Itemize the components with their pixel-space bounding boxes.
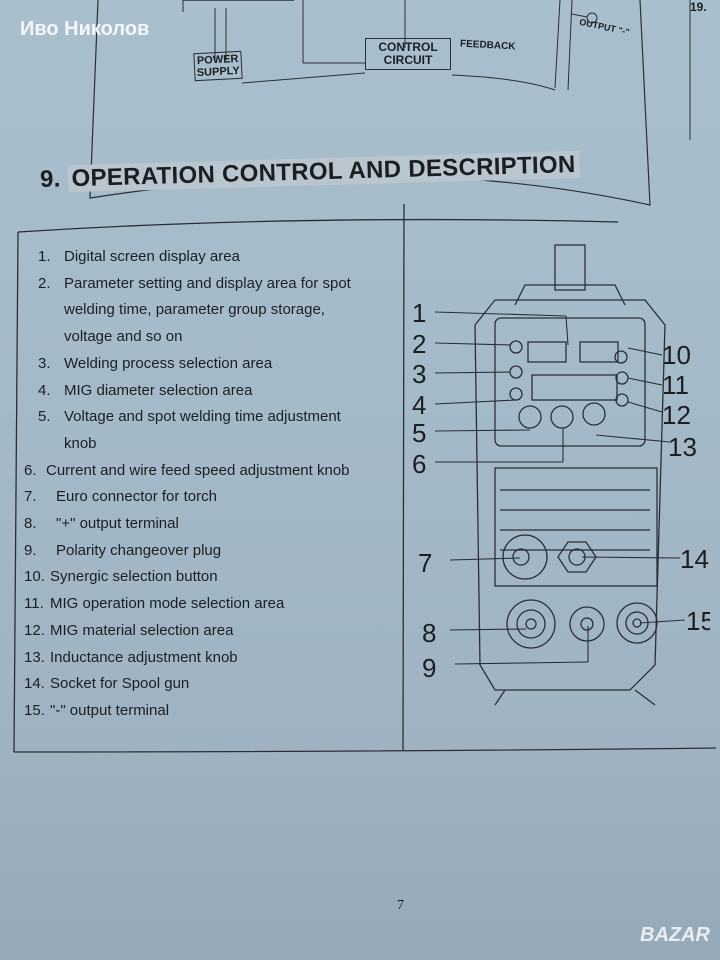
control-circuit-label: CIRCUIT xyxy=(383,53,433,67)
callout-3: 3 xyxy=(412,359,426,389)
list-item: 7. Euro connector for torch xyxy=(24,484,404,511)
item-number: 13. xyxy=(24,648,45,666)
list-item: 1. Digital screen display area xyxy=(24,244,404,271)
item-text-continuation: voltage and so on xyxy=(64,328,183,346)
list-item: 14. Socket for Spool gun xyxy=(24,671,404,698)
description-list: 1. Digital screen display area 2. Parameter… xyxy=(24,244,404,725)
item-text: Voltage and spot welding time adjustment xyxy=(64,408,341,426)
section-number: 9. xyxy=(39,165,61,193)
item-text: Socket for Spool gun xyxy=(50,675,190,693)
control-circuit-label: CONTROL xyxy=(378,40,438,54)
callout-5: 5 xyxy=(412,418,426,448)
item-text: "-" output terminal xyxy=(50,701,170,719)
item-number: 11. xyxy=(24,595,44,613)
callout-14: 14 xyxy=(680,544,709,574)
item-number: 5. xyxy=(38,408,51,426)
list-item: 4. MIG diameter selection area xyxy=(24,378,404,405)
item-number: 6. xyxy=(24,461,37,479)
bazar-logo: BAZAR xyxy=(640,924,710,946)
item-number: 2. xyxy=(38,274,51,292)
item-number: 8. xyxy=(24,515,37,533)
item-text: Welding process selection area xyxy=(64,354,273,372)
callout-12: 12 xyxy=(662,400,691,430)
list-item: 6. Current and wire feed speed adjustment… xyxy=(24,458,404,485)
list-item: 15. "-" output terminal xyxy=(24,698,404,725)
callout-15: 15 xyxy=(686,606,710,636)
item-text: Current and wire feed speed adjustment k… xyxy=(46,461,350,479)
item-text: Polarity changeover plug xyxy=(56,541,222,559)
item-number: 15. xyxy=(24,701,45,719)
description-table-frame xyxy=(13,203,717,753)
item-text: MIG diameter selection area xyxy=(64,381,253,399)
item-text: Euro connector for torch xyxy=(56,488,217,506)
item-text: Inductance adjustment knob xyxy=(50,648,238,666)
item-text: MIG material selection area xyxy=(50,621,234,639)
list-item: 10. Synergic selection button xyxy=(24,564,404,591)
callout-8: 8 xyxy=(422,618,436,648)
item-text: Parameter setting and display area for s… xyxy=(64,274,351,292)
list-item: 3. Welding process selection area xyxy=(24,351,404,378)
list-item: 11. MIG operation mode selection area xyxy=(24,591,404,618)
callout-11: 11 xyxy=(662,370,689,400)
callout-1: 1 xyxy=(412,298,426,328)
callout-4: 4 xyxy=(412,390,426,420)
callout-7: 7 xyxy=(418,548,432,578)
item-text: Synergic selection button xyxy=(50,568,218,586)
callout-9: 9 xyxy=(422,653,436,683)
item-number: 10. xyxy=(24,568,45,586)
watermark: Иво Николов xyxy=(20,18,150,40)
callout-2: 2 xyxy=(412,329,426,359)
item-text-continuation: knob xyxy=(64,434,97,452)
control-circuit-block: CONTROL CIRCUIT xyxy=(365,38,451,70)
item-number: 7. xyxy=(24,488,37,506)
item-number: 3. xyxy=(38,354,51,372)
item-number: 4. xyxy=(38,381,51,399)
item-number: 1. xyxy=(38,248,51,265)
list-item: 13. Inductance adjustment knob xyxy=(24,645,404,672)
power-supply-label: SUPPLY xyxy=(196,64,241,80)
callout-13: 13 xyxy=(668,432,697,462)
list-item: 9. Polarity changeover plug xyxy=(24,538,404,565)
vent-area xyxy=(494,467,658,587)
item-text: MIG operation mode selection area xyxy=(50,595,285,613)
callout-10: 10 xyxy=(662,340,691,370)
handle-top xyxy=(554,244,586,291)
power-supply-block: POWER SUPPLY xyxy=(193,50,243,82)
callout-6: 6 xyxy=(412,449,426,479)
item-number: 12. xyxy=(24,621,45,639)
list-item: 8. "+" output terminal xyxy=(24,511,404,538)
list-item: 12. MIG material selection area xyxy=(24,618,404,645)
page-number: 7 xyxy=(397,898,404,913)
item-number: 9. xyxy=(24,541,37,559)
side-section-number: 19. xyxy=(690,0,707,14)
item-text-continuation: welding time, parameter group storage, xyxy=(64,301,325,319)
list-item: 5. Voltage and spot welding time adjustme… xyxy=(24,404,404,431)
item-text: "+" output terminal xyxy=(56,515,179,533)
item-text: Digital screen display area xyxy=(64,248,240,265)
item-number: 14. xyxy=(24,675,45,693)
control-panel xyxy=(494,317,646,447)
welder-body xyxy=(474,299,666,691)
list-item: 2. Parameter setting and display area for… xyxy=(24,271,404,298)
